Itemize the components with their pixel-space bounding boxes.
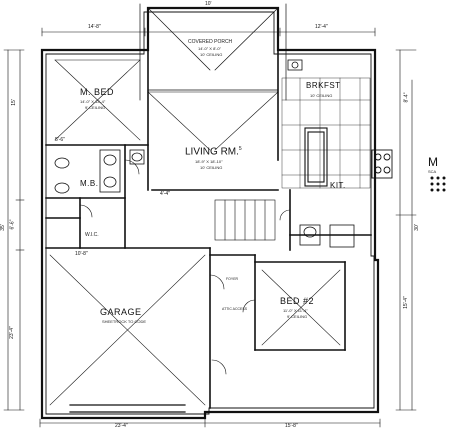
attic-label: ATTIC ACCESS: [222, 307, 248, 311]
stove: [371, 149, 393, 179]
dim-top-right: 12'-4": [315, 24, 328, 30]
vault-lines: [49, 59, 341, 406]
foyer-label: FOYER: [226, 277, 239, 281]
dim-porch-depth: 10': [205, 1, 212, 7]
garage-door: [69, 404, 186, 413]
wic-label: W.I.C.: [85, 232, 99, 238]
side-legend-title: M: [428, 155, 438, 169]
dim-right-upper: 8'-4": [403, 92, 410, 103]
dim-bottom-right: 15'-8": [285, 423, 298, 429]
kit-label: KIT.: [330, 181, 346, 190]
interior-walls: [45, 49, 372, 409]
dim-left-mid: 6'-6": [9, 219, 16, 230]
dim-right-mid: 30': [413, 224, 420, 231]
garage-label: GARAGE: [100, 307, 142, 317]
dimension-lines: [3, 27, 417, 428]
dim-right-low: 15'-4": [402, 296, 409, 309]
living-ceiling: 10' CEILING: [200, 165, 223, 170]
m-bed-label: M. BED: [80, 87, 115, 97]
m-bed-ceiling: 9' CEILING: [85, 105, 106, 110]
dim-top-left: 14'-8": [88, 24, 101, 30]
breakfast-hatch: [281, 77, 371, 189]
m-bed-size: 14'-0" X 13'-4": [80, 99, 106, 104]
brkfst-label: BRKFST: [306, 81, 341, 90]
bed2-label: BED #2: [280, 296, 315, 306]
dim-mb-width: 5'-6": [55, 137, 65, 143]
bath-fixtures: [54, 149, 355, 248]
covered-porch-size: 14'-0" X 8'-0": [198, 46, 222, 51]
legend-dots: [430, 176, 446, 192]
dim-left-upper: 15': [10, 99, 17, 106]
post-symbol: [287, 59, 303, 71]
bed2-ceiling: 9' CEILING: [287, 314, 308, 319]
porch-lines: [139, 3, 287, 101]
bed2-size: 11'-0" X 11'-4": [283, 308, 308, 313]
covered-porch-label: COVERED PORCH: [188, 39, 233, 45]
exterior-walls-inner: [45, 11, 375, 415]
mb-label: M.B.: [80, 179, 99, 188]
dim-hall: 4'-4": [160, 191, 170, 197]
door-swings: [79, 159, 291, 375]
garage-note: SHEETROCK TO CODE: [102, 319, 147, 324]
brkfst-ceiling: 10' CEILING: [310, 93, 333, 98]
side-legend-sub: SCA: [428, 169, 437, 174]
dim-garage-width: 10'-8": [75, 251, 88, 257]
living-size: 18'-9" X 18'-10": [195, 159, 223, 164]
stairs: [214, 199, 276, 241]
living-label: LIVING RM.5: [185, 146, 242, 158]
dim-left-total: 35': [0, 224, 6, 231]
side-legend: M SCA: [428, 155, 452, 215]
kitchen-island: [304, 127, 328, 187]
dim-left-lower: 23'-4": [8, 326, 15, 339]
dim-bottom-left: 23'-4": [115, 423, 128, 429]
covered-porch-ceiling: 10' CEILING: [200, 52, 223, 57]
